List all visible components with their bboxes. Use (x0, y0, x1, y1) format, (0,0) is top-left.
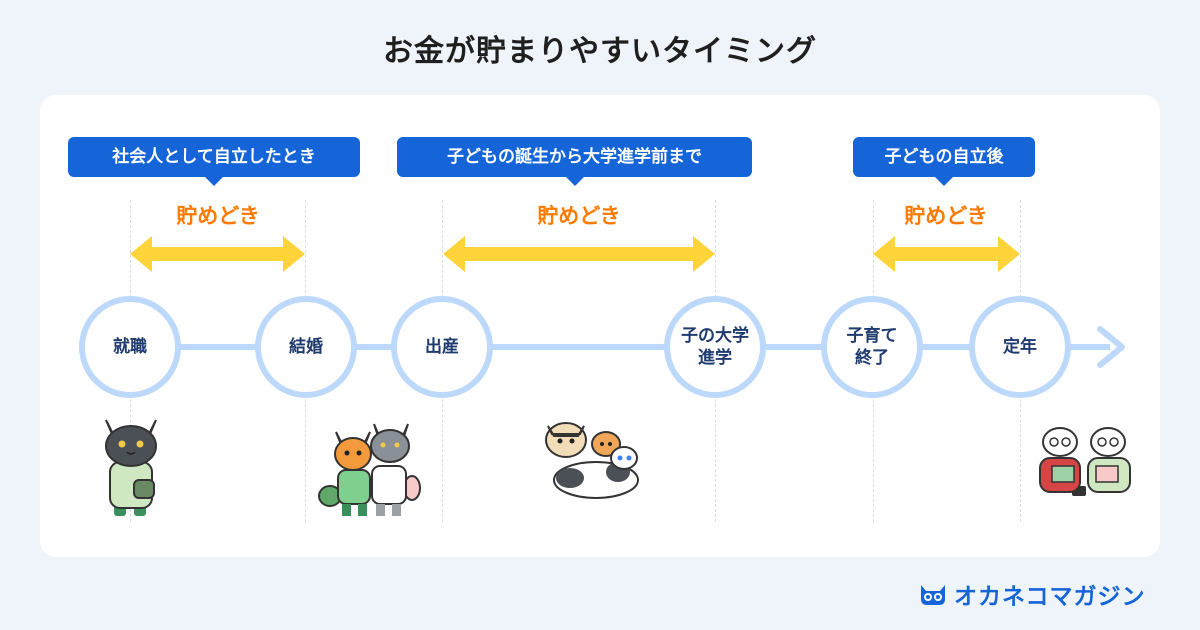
cat-face-icon (921, 585, 945, 605)
period-arrow-3 (873, 236, 1020, 272)
cat-commuter-illustration (105, 419, 157, 516)
page-title: お金が貯まりやすいタイミング (383, 34, 817, 69)
timeline-arrow-icon (1097, 326, 1125, 368)
brand-logo-text: オカネコマガジン (954, 584, 1146, 610)
period-bubble-1: 社会人として自立したとき (68, 137, 360, 186)
period-bubble-2: 子どもの誕生から大学進学前まで (397, 137, 752, 186)
save-label-3: 貯めどき (904, 204, 988, 228)
milestone-node-2: 結婚 (255, 296, 357, 398)
save-label-2: 貯めどき (537, 204, 621, 228)
timeline-line (130, 344, 1110, 350)
cat-family-illustration (545, 422, 639, 499)
period-arrow-1 (130, 236, 305, 272)
milestone-node-4: 子の大学 進学 (664, 296, 766, 398)
brand-logo: オカネコマガジン (918, 578, 1146, 610)
period-bubble-3: 子どもの自立後 (853, 137, 1035, 186)
milestone-node-3: 出産 (391, 296, 493, 398)
period-arrow-2 (443, 236, 715, 272)
save-label-1: 貯めどき (176, 204, 260, 228)
cat-couple-illustration (318, 423, 421, 516)
milestone-node-5: 子育て 終了 (821, 296, 923, 398)
milestone-node-6: 定年 (969, 296, 1071, 398)
cat-seniors-illustration (1039, 427, 1131, 496)
milestone-node-1: 就職 (79, 296, 181, 398)
